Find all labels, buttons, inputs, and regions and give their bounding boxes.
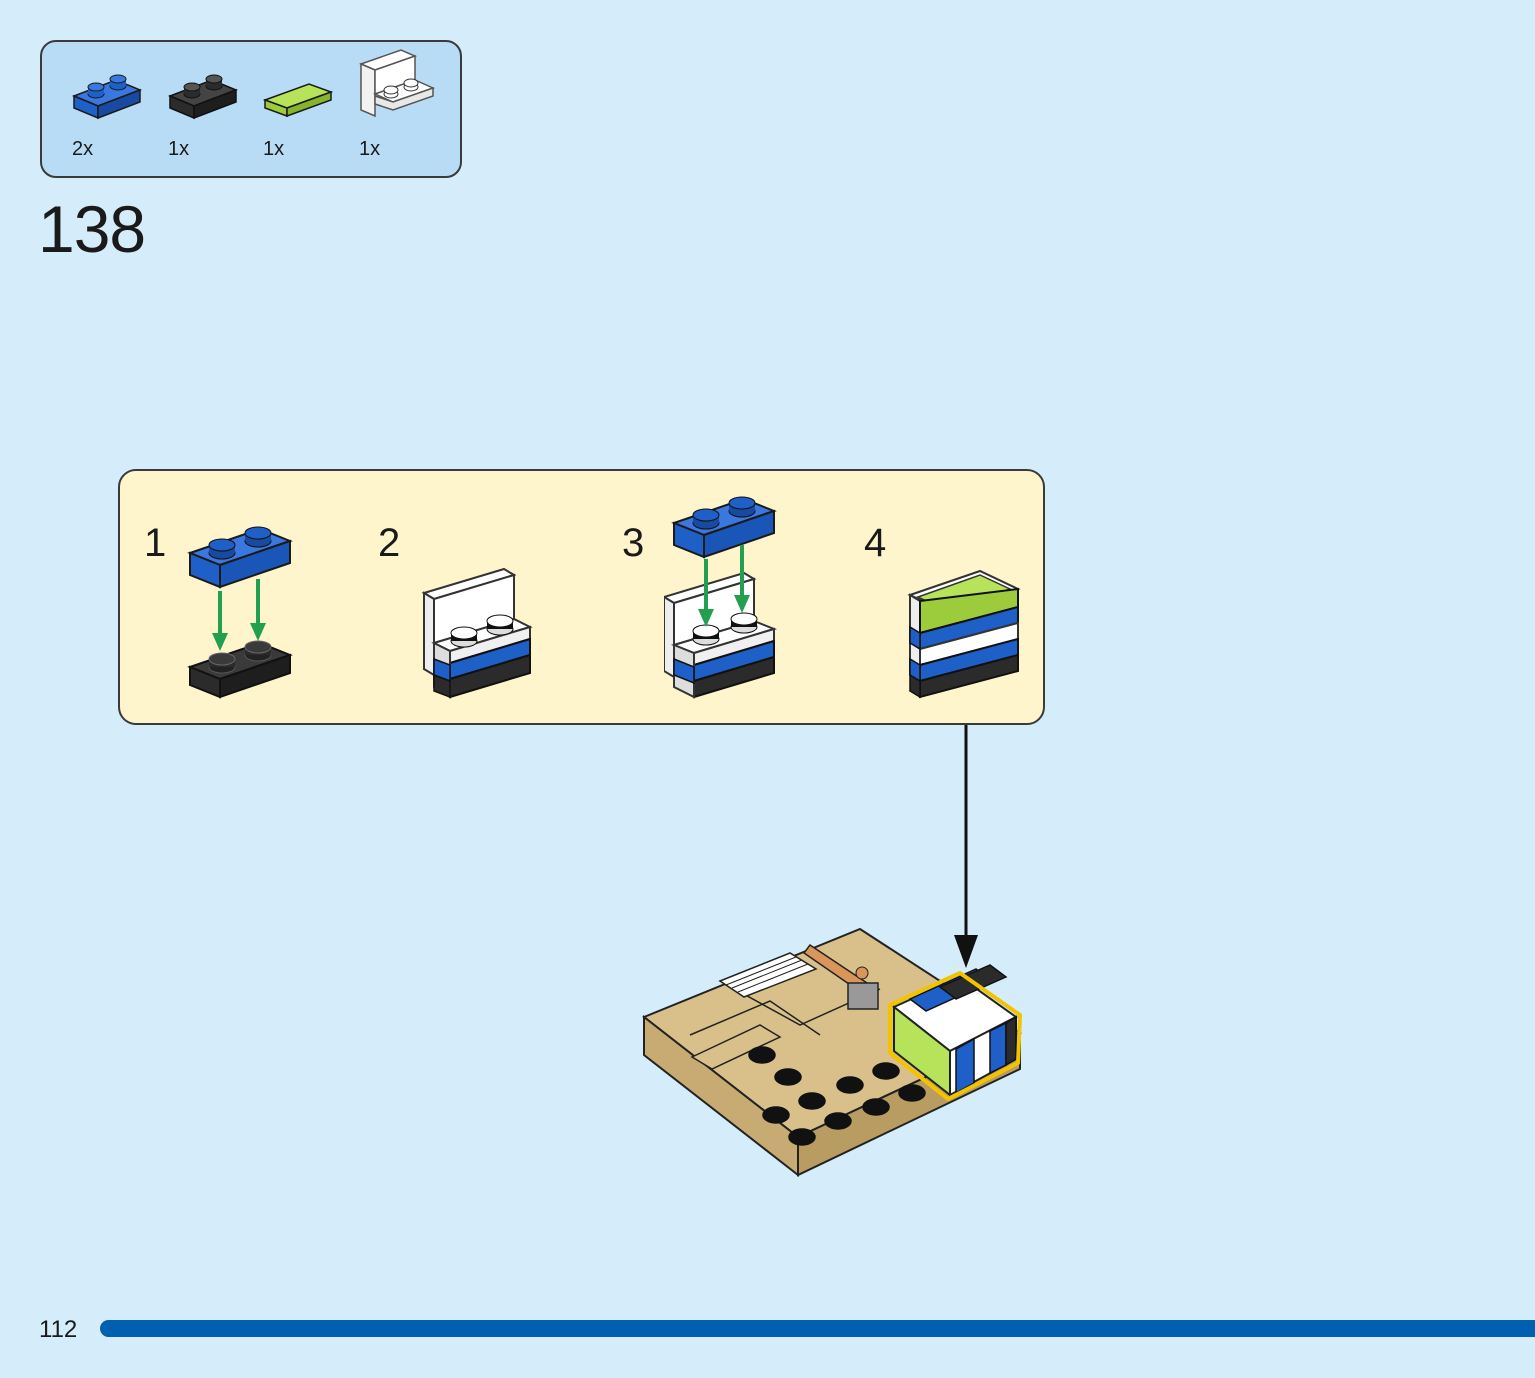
sub-step-3: 3 (600, 471, 840, 727)
sub-assembly-callout: 1 2 (118, 469, 1045, 725)
parts-list-callout: 2x 1x 1x (40, 40, 462, 178)
white-bracket-icon (358, 49, 436, 118)
part-lime-tile: 1x (261, 60, 351, 170)
page-number: 112 (39, 1316, 78, 1343)
blue-plate-icon (71, 74, 143, 120)
main-model-illustration (642, 927, 1023, 1178)
sub-step-number: 3 (622, 521, 645, 565)
black-plate-icon (167, 74, 239, 120)
sub-step-4: 4 (840, 471, 1045, 727)
sub-step-2-illustration (421, 567, 533, 699)
sub-step-3-illustration (664, 496, 778, 699)
sub-step-number: 4 (864, 521, 887, 565)
sub-step-4-illustration (907, 569, 1021, 699)
part-qty: 1x (359, 138, 381, 160)
lime-tile-icon (262, 83, 334, 118)
sub-step-1-illustration (187, 526, 293, 699)
part-blue-plate: 2x (70, 60, 160, 170)
part-qty: 1x (263, 138, 285, 160)
sub-step-2: 2 (360, 471, 600, 727)
highlighted-assembly (888, 964, 1022, 1101)
sub-step-number: 2 (378, 521, 401, 565)
part-black-plate: 1x (166, 60, 256, 170)
sub-step-1: 1 (120, 471, 360, 727)
part-qty: 2x (72, 138, 94, 160)
part-white-bracket: 1x (357, 49, 447, 170)
part-qty: 1x (168, 138, 190, 160)
progress-bar (100, 1320, 1535, 1337)
sub-step-number: 1 (144, 521, 167, 565)
step-number: 138 (38, 192, 146, 266)
